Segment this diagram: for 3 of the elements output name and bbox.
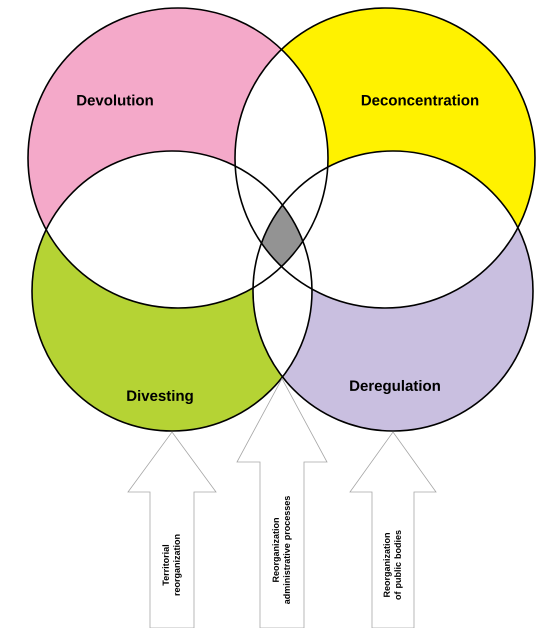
edge-label: Territorial reorganization [162,534,182,596]
edge-label: Reorganization administrative processes [272,496,292,604]
edge-label: Reorganization of public bodies [383,530,403,600]
